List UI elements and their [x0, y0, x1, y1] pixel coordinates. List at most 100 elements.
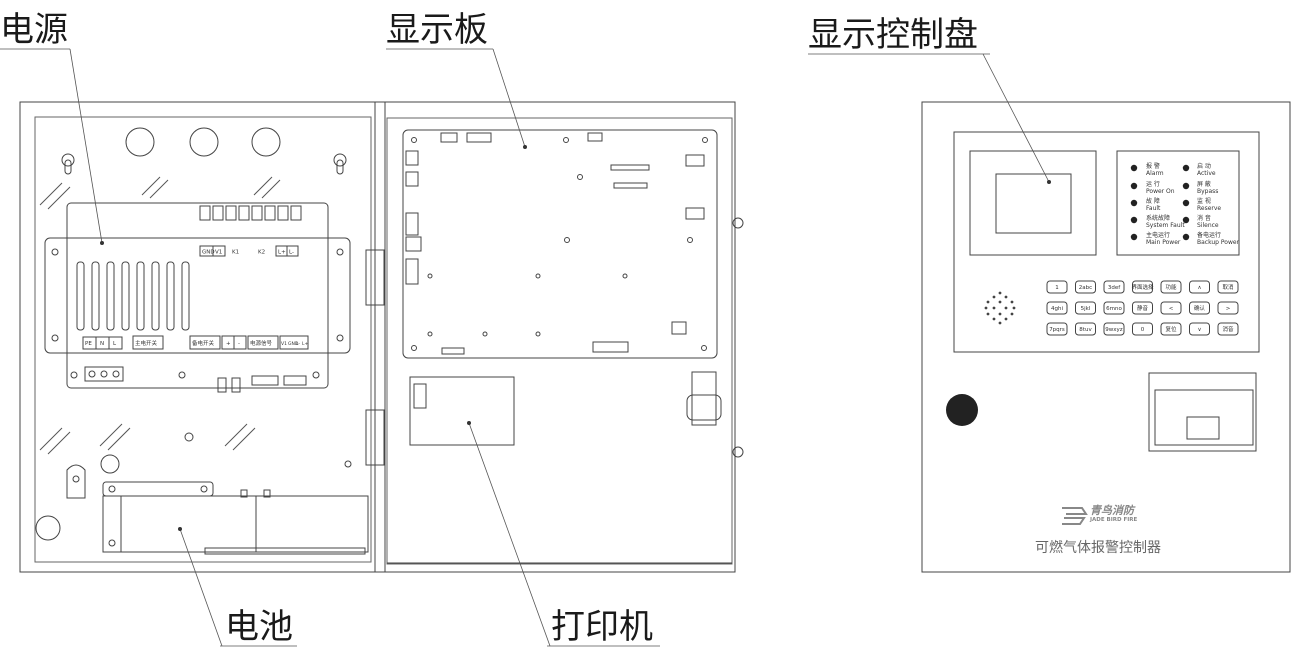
- keypad-key-r2c3[interactable]: [1132, 322, 1153, 336]
- fuse-blocks: [199, 205, 302, 221]
- lcd-screen: [995, 173, 1072, 234]
- keypad-key-label: 4ghi: [1051, 306, 1063, 312]
- led-silence: [1182, 216, 1190, 224]
- leader-dots: [100, 145, 1051, 531]
- keypad-key-label: 7pqrs: [1049, 327, 1065, 333]
- keypad-key-r1c0[interactable]: [1046, 301, 1068, 315]
- led-reserve: [1182, 199, 1190, 207]
- keypad-key-r0c4[interactable]: [1160, 280, 1182, 294]
- svg-text:Active: Active: [1197, 170, 1216, 177]
- led-alarm-label: 报 警: [1146, 162, 1160, 170]
- svg-text:Alarm: Alarm: [1146, 170, 1164, 177]
- keypad-key-r1c1[interactable]: [1075, 301, 1096, 315]
- heatsink-fins: [76, 261, 190, 331]
- terminal-pe: PE: [85, 341, 92, 347]
- front-panel: [921, 101, 1291, 573]
- out-l-plus: L+: [302, 341, 309, 347]
- printer-module: [409, 376, 515, 446]
- brand-logo-text: 青鸟消防: [1090, 504, 1134, 517]
- terminal-l-minus: L-: [289, 250, 294, 256]
- keypad-key-r0c5[interactable]: [1189, 280, 1210, 294]
- terminal-l: L: [113, 341, 117, 347]
- callout-printer: 打印机: [551, 607, 653, 647]
- svg-text:运 行: 运 行: [1146, 180, 1160, 188]
- plus-label: +: [226, 341, 231, 347]
- svg-text:消 音: 消 音: [1197, 214, 1211, 222]
- hinge-strip: [374, 101, 386, 573]
- main-switch-label: 主电开关: [135, 339, 158, 347]
- svg-text:Silence: Silence: [1197, 222, 1219, 229]
- display-board: [402, 129, 718, 359]
- leader-lines: [0, 48, 1050, 647]
- led-alarm: [1130, 164, 1138, 172]
- led-power-on: [1130, 182, 1138, 190]
- power-signal-label: 电源信号: [250, 339, 273, 347]
- brand-logo-en: JADE BIRD FIRE: [1090, 517, 1138, 523]
- out-gnd: GND: [288, 341, 299, 347]
- keypad-key-label: 6mno: [1106, 306, 1122, 312]
- keypad-key-r0c3[interactable]: [1132, 280, 1153, 294]
- keypad-key-label: 1: [1055, 285, 1059, 291]
- keypad-key-label: 确认: [1194, 304, 1206, 312]
- led-fault: [1130, 199, 1138, 207]
- svg-text:Main Power: Main Power: [1146, 239, 1181, 246]
- minus-label: -: [238, 341, 240, 347]
- svg-text:备电运行: 备电运行: [1197, 231, 1221, 239]
- svg-text:屏 蔽: 屏 蔽: [1197, 180, 1211, 188]
- keypad-key-label: 8tuv: [1079, 327, 1092, 333]
- keypad-key-r2c6[interactable]: [1217, 322, 1239, 336]
- cabinet-door: [384, 101, 736, 573]
- power-plate: [66, 202, 329, 389]
- terminal-v1: V1: [215, 250, 222, 256]
- keypad-key-label: 功能: [1165, 283, 1177, 291]
- led-active: [1182, 164, 1190, 172]
- keypad-key-r1c3[interactable]: [1132, 301, 1153, 315]
- keypad-key-r2c5[interactable]: [1189, 322, 1210, 336]
- keypad-key-r2c0[interactable]: [1046, 322, 1068, 336]
- svg-text:Bypass: Bypass: [1197, 188, 1218, 195]
- terminal-l-plus: L+: [278, 250, 286, 256]
- svg-text:故 障: 故 障: [1146, 197, 1160, 205]
- keypad-key-label: 2abc: [1079, 285, 1092, 291]
- led-bypass: [1182, 182, 1190, 190]
- keypad-key-label: 界面选择: [1131, 283, 1154, 291]
- display-control-panel: [953, 131, 1260, 353]
- keypad-key-r0c2[interactable]: [1103, 280, 1125, 294]
- svg-text:Power On: Power On: [1146, 188, 1175, 195]
- keypad-key-r1c5[interactable]: [1189, 301, 1210, 315]
- glass-reflections: [39, 176, 281, 455]
- keypad-key-label: 9wxyz: [1105, 327, 1123, 333]
- keypad-key-r1c6[interactable]: [1217, 301, 1239, 315]
- keypad-key-r0c1[interactable]: [1075, 280, 1096, 294]
- led-system-fault: [1130, 216, 1138, 224]
- led-backup-power: [1182, 233, 1190, 241]
- backup-switch-label: 备电开关: [192, 339, 215, 347]
- svg-text:Fault: Fault: [1146, 205, 1161, 212]
- led-indicators: 报 警 Alarm 启 动 Active 运 行 Power On 屏 蔽 By…: [1130, 162, 1240, 246]
- product-name: 可燃气体报警控制器: [1035, 540, 1161, 556]
- cabinet-body: [19, 101, 376, 573]
- keypad-key-r0c0[interactable]: [1046, 280, 1068, 294]
- svg-text:System Fault: System Fault: [1146, 222, 1185, 229]
- keypad-key-r2c1[interactable]: [1075, 322, 1096, 336]
- callout-power-supply: 电源: [0, 10, 68, 50]
- keypad-key-r1c4[interactable]: [1160, 301, 1182, 315]
- terminal-k2: K2: [258, 250, 265, 256]
- terminal-gnd: GND: [202, 250, 215, 256]
- svg-text:监 视: 监 视: [1197, 197, 1211, 205]
- keypad-key-r2c4[interactable]: [1160, 322, 1182, 336]
- keypad-key-label: 静音: [1137, 304, 1149, 312]
- out-v1: V1: [281, 341, 287, 347]
- keypad-key-label: ∧: [1197, 285, 1201, 291]
- terminal-n: N: [100, 341, 104, 347]
- keypad-key-r0c6[interactable]: [1217, 280, 1239, 294]
- terminal-labels: GND V1 K1 K2 L+ L- PE N L 主电开关 备电开关 + - …: [82, 245, 309, 350]
- lcd-bezel: [969, 150, 1097, 256]
- svg-text:启 动: 启 动: [1197, 162, 1211, 170]
- callout-battery: 电池: [225, 607, 293, 647]
- keypad-key-r1c2[interactable]: [1103, 301, 1125, 315]
- keypad-key-label: 复位: [1165, 325, 1177, 333]
- keypad-key-r2c2[interactable]: [1103, 322, 1125, 336]
